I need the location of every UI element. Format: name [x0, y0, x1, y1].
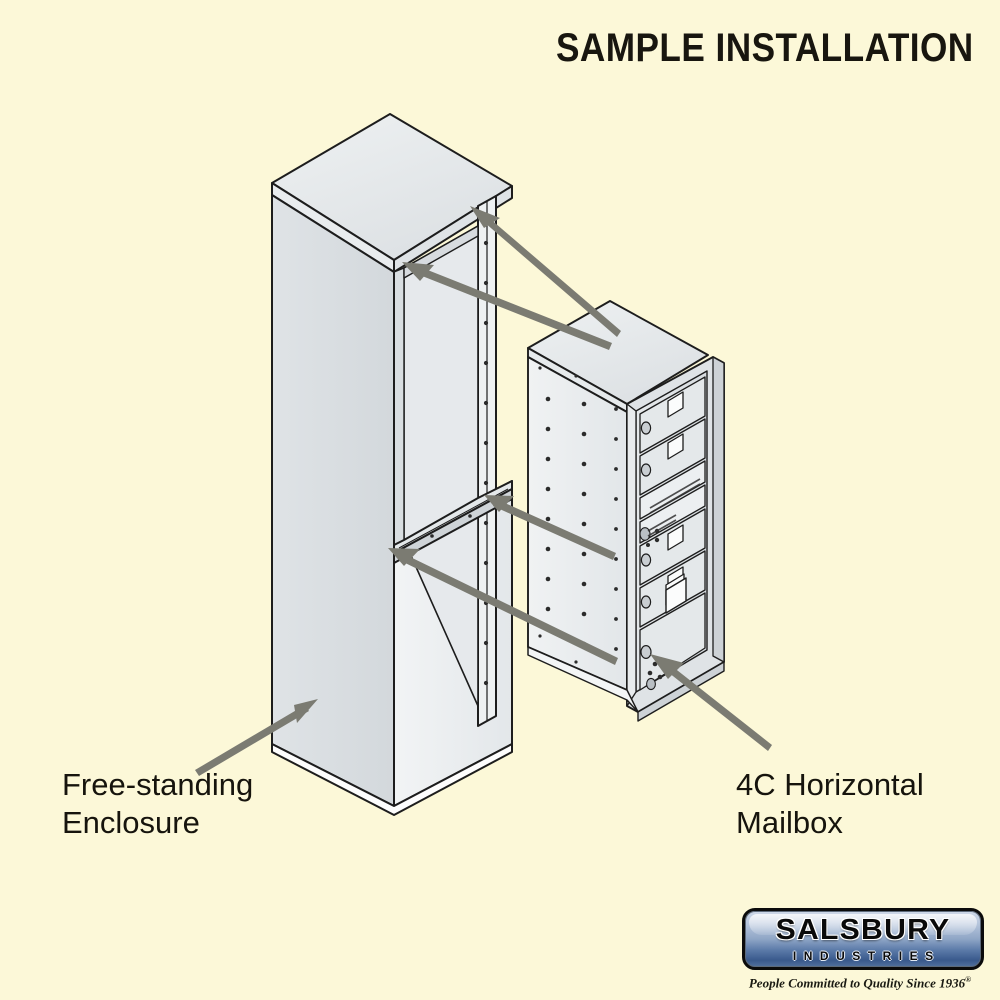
shelf-hole-row — [430, 514, 472, 538]
mailbox-frame-bottom-lip — [637, 661, 725, 722]
arrow-line-upper — [412, 265, 612, 350]
logo-tagline-text: People Committed to Quality Since 1936 — [748, 975, 966, 991]
salsbury-logo: SALSBURY INDUSTRIES People Committed to … — [742, 908, 984, 991]
mailbox-door-locks — [640, 421, 652, 659]
arrow-line-enclosure — [195, 705, 309, 776]
master-lock-icon — [639, 527, 651, 541]
callout-label-free-standing-enclosure: Free-standing Enclosure — [62, 767, 254, 840]
lock-screw-icon — [652, 661, 658, 667]
lock-icon — [640, 595, 652, 609]
lock-icon — [640, 463, 652, 477]
registered-mark: ® — [965, 975, 972, 984]
arrow-head-shelf-left — [388, 548, 420, 566]
lock-screw-icon — [647, 670, 653, 676]
mailbox-group — [527, 300, 725, 722]
mailbox-bottom-edge — [527, 646, 639, 713]
logo-sub-text: INDUSTRIES — [792, 949, 941, 963]
lock-screw-icon — [657, 674, 663, 680]
mailbox-side-rivets — [538, 366, 618, 664]
callout-arrows — [195, 206, 772, 776]
arrow-line-shelf-left — [399, 553, 618, 665]
arrow-head-shelf-right — [484, 495, 514, 512]
lock-icon — [640, 644, 652, 659]
arrow-line-shelf-right — [493, 499, 616, 560]
lock-icon — [640, 421, 652, 435]
lock-icon — [640, 553, 652, 567]
arrow-line-top — [477, 211, 621, 337]
callout-label-4c-horizontal-mailbox: 4C Horizontal Mailbox — [736, 767, 924, 840]
arrow-head-mailbox — [650, 654, 684, 679]
arrow-head-top — [470, 206, 500, 228]
logo-brand-text: SALSBURY — [775, 914, 951, 946]
logo-tagline: People Committed to Quality Since 1936® — [742, 975, 978, 991]
arrow-head-enclosure — [294, 699, 318, 723]
label-window — [667, 433, 684, 460]
enclosure-pillar-hole-column — [483, 240, 489, 686]
mailbox-placard-text-marks — [647, 478, 701, 537]
lock-screw-icon — [654, 537, 660, 543]
mailbox-parcel-lock-cluster — [646, 661, 663, 691]
mailbox-frame-hinge-strip — [626, 403, 637, 707]
mailbox-frame-bezel-right — [712, 356, 725, 663]
logo-gloss-highlight — [749, 914, 977, 935]
parcel-door-label-window — [665, 577, 687, 614]
arrow-head-upper — [402, 262, 434, 281]
page-title: SAMPLE INSTALLATION — [556, 26, 974, 70]
label-window — [667, 524, 684, 551]
enclosure-interior-left-wall — [393, 267, 405, 546]
label-window — [667, 391, 684, 418]
parcel-lock-icon — [646, 677, 656, 691]
lock-screw-icon — [646, 543, 650, 547]
arrow-line-mailbox — [664, 663, 772, 751]
logo-plate: SALSBURY INDUSTRIES — [742, 908, 984, 970]
